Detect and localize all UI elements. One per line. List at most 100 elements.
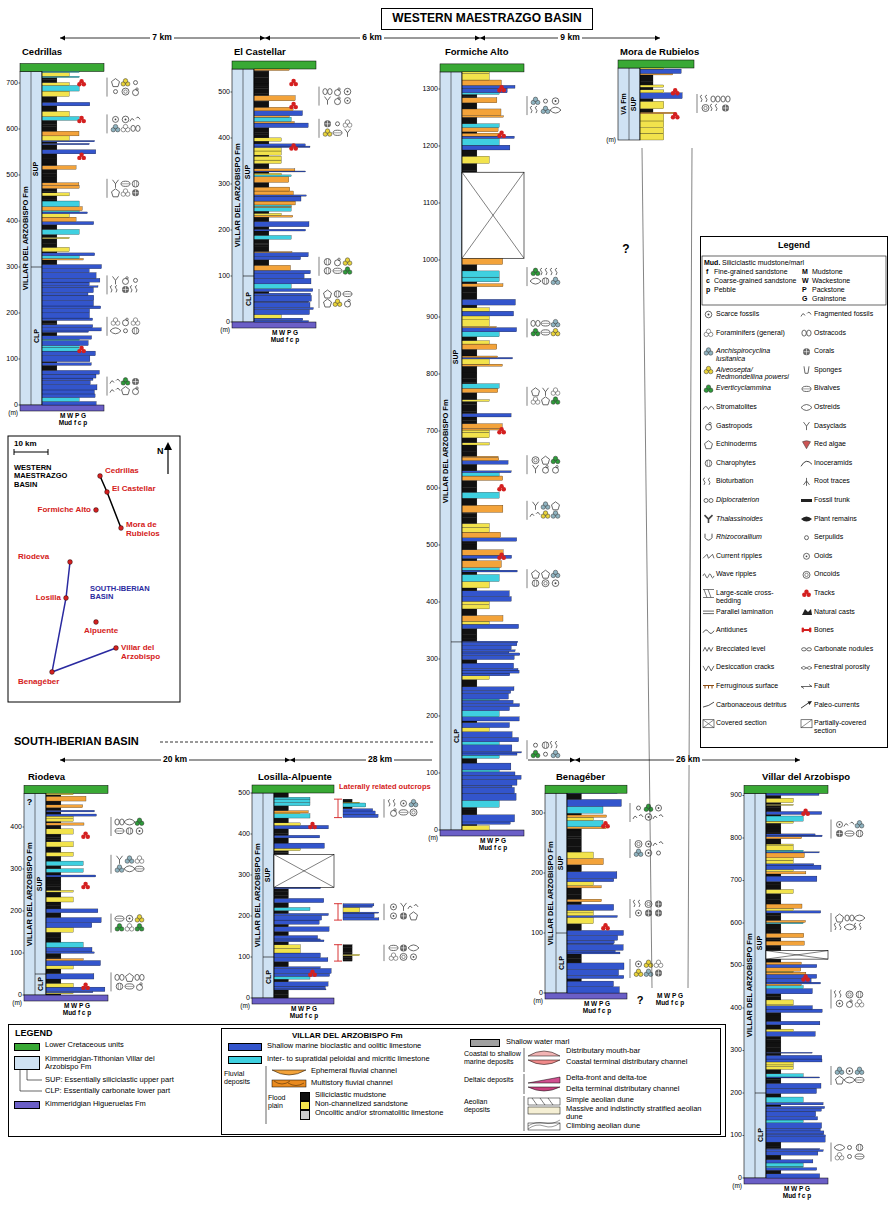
formation-band [24, 793, 46, 995]
symbol [550, 268, 557, 275]
bed [46, 969, 61, 974]
bed [462, 601, 489, 604]
symbol [135, 866, 144, 871]
symbol [636, 849, 640, 853]
symbol [645, 850, 652, 857]
bed [766, 837, 802, 839]
legend-swatch [300, 1110, 310, 1120]
bed [42, 79, 57, 82]
depth-value: 200 [238, 912, 250, 920]
bed [343, 918, 379, 920]
bracket [319, 119, 320, 138]
distance-label: 9 km [558, 33, 581, 43]
bed [567, 902, 581, 905]
bed [462, 512, 477, 513]
bed [567, 981, 614, 987]
bed [42, 324, 57, 325]
legend-text: Current ripples [716, 552, 798, 560]
bed [766, 846, 793, 850]
bed [766, 823, 781, 827]
bed [766, 941, 804, 945]
bed [462, 663, 514, 668]
bed [766, 1105, 781, 1106]
symbol [856, 1156, 864, 1157]
bracket [111, 972, 112, 991]
bed [567, 839, 581, 847]
bed [274, 896, 288, 899]
bed [46, 947, 92, 952]
bed [462, 373, 477, 379]
bed [462, 156, 489, 163]
bed [254, 291, 269, 293]
symbol [553, 277, 557, 281]
bed [343, 814, 378, 817]
symbol [126, 828, 133, 835]
legend-text: Everticyclammina [716, 384, 798, 392]
bed [766, 1088, 817, 1093]
bed [766, 1080, 781, 1084]
tick [743, 1093, 745, 1094]
bed [42, 225, 57, 230]
bed [462, 723, 510, 728]
symbol [648, 843, 650, 845]
symbol [536, 320, 540, 326]
bed [42, 347, 79, 351]
bed [46, 848, 61, 852]
bed [462, 138, 499, 145]
bed [46, 993, 73, 994]
symbol [334, 132, 342, 133]
symbol [553, 456, 557, 460]
symbol [139, 830, 141, 832]
bed [254, 260, 269, 266]
bed [462, 660, 477, 664]
legend-abbreviation: G [802, 295, 807, 303]
symbol [411, 954, 417, 960]
symbol [553, 319, 557, 323]
bracket [527, 569, 528, 588]
bed [42, 96, 57, 102]
symbol [126, 986, 134, 987]
title-box: WESTERN MAESTRAZGO BASIN [381, 8, 592, 30]
symbol [716, 96, 720, 102]
distance-label: 6 km [360, 33, 383, 43]
bed [42, 200, 57, 201]
legend-sample [274, 1081, 304, 1086]
bracket [111, 914, 112, 933]
bed [42, 159, 57, 164]
bed [42, 325, 93, 328]
legend-group: Fluvial deposits [224, 1070, 264, 1085]
bracket [527, 455, 528, 474]
bed [254, 191, 293, 195]
symbol [136, 328, 137, 334]
bed [567, 827, 606, 829]
bed [766, 1149, 820, 1150]
texture-scale: M W P G [480, 837, 506, 844]
bed [766, 994, 781, 997]
bed [567, 793, 581, 799]
bed [343, 803, 366, 807]
bed [42, 73, 69, 77]
texture-scale: Mud f c p [290, 1012, 319, 1019]
symbol [126, 915, 133, 922]
symbol [411, 799, 415, 803]
legend-text: Echinoderms [716, 440, 798, 448]
bed [42, 183, 79, 186]
bed [462, 770, 499, 772]
bed [46, 994, 61, 995]
depth-value: 300 [238, 871, 250, 879]
bed [274, 891, 288, 895]
bed [567, 829, 581, 830]
legend-arrow [27, 1080, 42, 1081]
tick [23, 869, 25, 870]
legend-text: Charophytes [716, 459, 798, 467]
symbol [836, 914, 844, 922]
formation-band [232, 69, 254, 322]
symbol [115, 916, 124, 921]
bed [42, 164, 57, 166]
symbol [848, 993, 851, 996]
bed [274, 806, 288, 811]
bed [42, 398, 79, 402]
symbol [125, 286, 126, 292]
depth-value: 1000 [422, 256, 438, 264]
bed [462, 480, 477, 487]
